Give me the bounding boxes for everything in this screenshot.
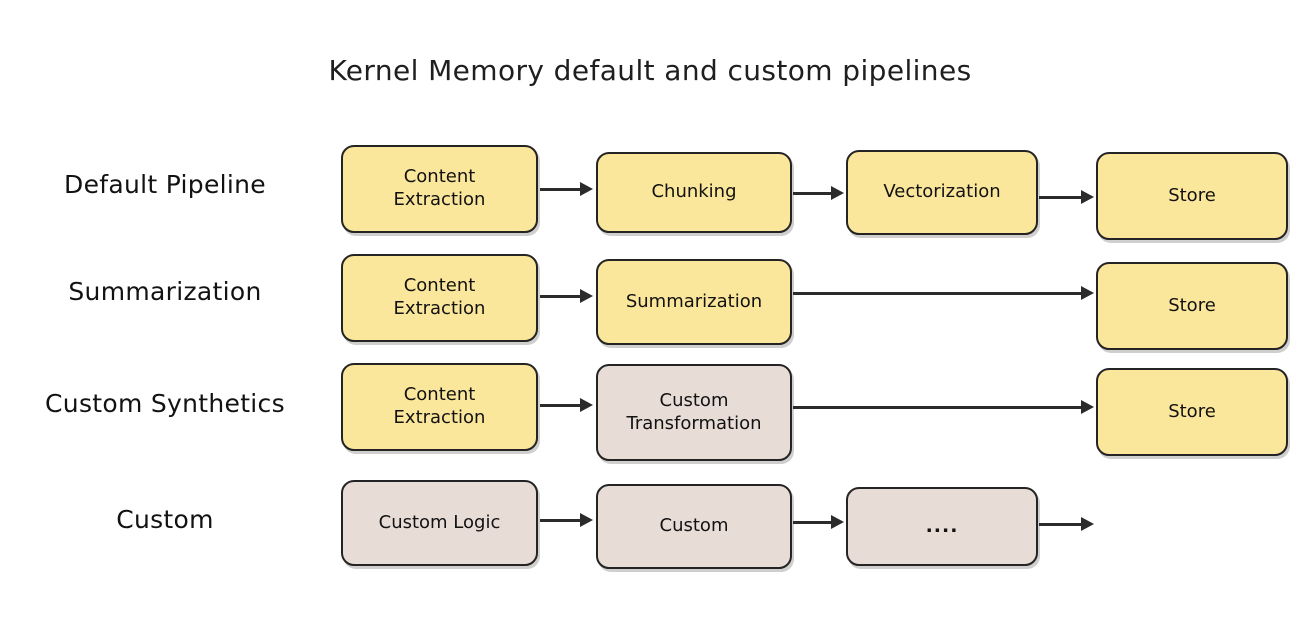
row-label-default-pipeline: Default Pipeline	[64, 170, 266, 199]
node-label: Summarization	[625, 290, 763, 312]
node-label: Content Extraction	[393, 384, 486, 428]
node-vectorization[interactable]: Vectorization	[846, 150, 1038, 235]
node-store-row1[interactable]: Store	[1096, 152, 1288, 240]
arrowhead-row4-1	[580, 513, 593, 527]
node-label: Custom Logic	[378, 511, 501, 533]
edge-row4-2	[793, 521, 835, 524]
edge-row2-1	[540, 295, 584, 298]
arrowhead-row3-1	[580, 398, 593, 412]
arrowhead-row1-2	[831, 186, 844, 200]
edge-row4-1	[540, 519, 584, 522]
arrowhead-row1-3	[1081, 190, 1094, 204]
node-label: Content Extraction	[393, 275, 486, 319]
edge-row1-1	[540, 188, 584, 191]
node-label: Store	[1168, 400, 1216, 422]
row-label-summarization: Summarization	[68, 277, 262, 306]
node-chunking[interactable]: Chunking	[596, 152, 792, 233]
row-label-custom-synthetics: Custom Synthetics	[45, 389, 285, 418]
node-label: Store	[1168, 184, 1216, 206]
node-content-extraction-row1[interactable]: Content Extraction	[341, 145, 538, 233]
node-label: Chunking	[651, 181, 737, 203]
node-label: Vectorization	[883, 181, 1001, 203]
edge-row1-2	[793, 192, 835, 195]
arrowhead-row4-3-terminal	[1081, 517, 1094, 531]
node-custom-transformation[interactable]: Custom Transformation	[596, 364, 792, 461]
node-content-extraction-row2[interactable]: Content Extraction	[341, 254, 538, 342]
edge-row3-2	[793, 406, 1085, 409]
node-store-row3[interactable]: Store	[1096, 368, 1288, 456]
node-custom[interactable]: Custom	[596, 484, 792, 569]
row-label-custom: Custom	[116, 505, 214, 534]
node-label: Custom	[659, 515, 729, 537]
node-label: Content Extraction	[393, 166, 486, 210]
node-content-extraction-row3[interactable]: Content Extraction	[341, 363, 538, 451]
arrowhead-row4-2	[831, 515, 844, 529]
node-ellipsis[interactable]: ....	[846, 487, 1038, 566]
edge-row2-2	[793, 292, 1085, 295]
arrowhead-row2-1	[580, 289, 593, 303]
node-label: ....	[925, 514, 959, 537]
node-label: Custom Transformation	[626, 389, 762, 434]
arrowhead-row1-1	[580, 182, 593, 196]
node-store-row2[interactable]: Store	[1096, 262, 1288, 350]
edge-row1-3	[1039, 196, 1085, 199]
arrowhead-row3-2	[1081, 400, 1094, 414]
node-summarization[interactable]: Summarization	[596, 259, 792, 345]
edge-row4-3	[1039, 523, 1085, 526]
node-label: Store	[1168, 294, 1216, 316]
page-title: Kernel Memory default and custom pipelin…	[328, 54, 972, 87]
node-custom-logic[interactable]: Custom Logic	[341, 480, 538, 566]
edge-row3-1	[540, 404, 584, 407]
arrowhead-row2-2	[1081, 286, 1094, 300]
